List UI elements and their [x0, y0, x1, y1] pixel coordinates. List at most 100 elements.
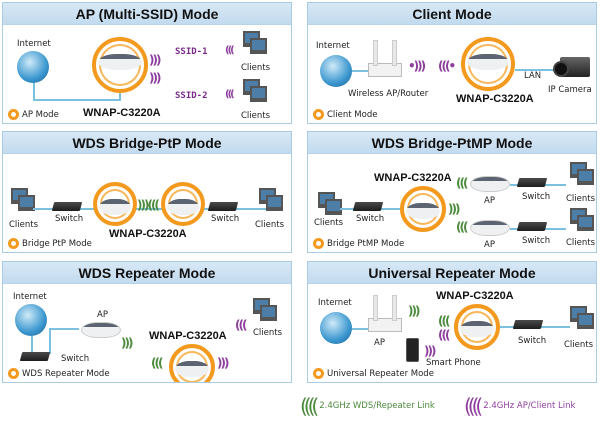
model-label: WNAP-C3220A — [374, 172, 452, 184]
wifi-wave-icon: ((( — [225, 89, 235, 100]
clients-laptop-icon — [243, 79, 267, 102]
switch-icon — [516, 222, 548, 231]
wifi-wave-icon: ))) — [424, 344, 437, 358]
clients-laptop-icon — [259, 188, 283, 211]
panel-wds-ptmp: WDS Bridge-PtMP Mode WNAP-C3220A Clients… — [307, 131, 597, 253]
clients-label: Clients — [564, 340, 594, 350]
panel-title: AP (Multi-SSID) Mode — [3, 3, 291, 25]
wds-wave-icon: ((( — [456, 176, 469, 190]
mode-legend: Client Mode — [313, 109, 377, 120]
clients-laptop-icon — [318, 192, 342, 215]
mode-label: AP Mode — [22, 109, 59, 120]
wifi-wave-icon: (((• — [438, 59, 456, 73]
internet-label: Internet — [316, 41, 350, 51]
wifi-wave-icon: ))) — [149, 53, 162, 67]
internet-globe-icon — [15, 304, 47, 336]
wifi-wave-icon: ((( — [225, 45, 235, 56]
internet-globe-icon — [320, 312, 352, 344]
router-icon — [368, 295, 402, 332]
clients-laptop-icon — [243, 31, 267, 54]
clients-label: Clients — [255, 220, 285, 230]
ring-icon — [313, 109, 324, 120]
ap-label: AP — [97, 310, 108, 320]
wifi-wave-icon: ))) — [217, 356, 230, 370]
wnap-device-icon — [400, 186, 446, 232]
wnap-device-icon — [161, 182, 205, 226]
switch-label: Switch — [518, 336, 547, 346]
mode-legend: Universal Repeater Mode — [313, 368, 434, 379]
lan-label: LAN — [524, 71, 542, 81]
wnap-device-icon — [92, 37, 148, 93]
clients-label: Clients — [566, 194, 596, 204]
ring-icon — [8, 368, 19, 379]
ip-camera-icon — [553, 57, 590, 77]
ap-dish-icon — [470, 220, 510, 236]
clients-laptop-icon — [570, 306, 594, 329]
mode-label: Bridge PtMP Mode — [327, 238, 405, 249]
router-label: Wireless AP/Router — [348, 89, 429, 99]
panel-wds-ptp: WDS Bridge-PtP Mode Clients Switch )))((… — [2, 131, 292, 253]
clients-laptop-icon — [570, 208, 594, 231]
wifi-wave-icon: (((( — [464, 394, 483, 418]
switch-icon — [512, 320, 544, 329]
wnap-device-icon — [93, 182, 137, 226]
ap-label: AP — [484, 240, 495, 250]
switch-label: Switch — [211, 214, 240, 224]
wds-wave-icon: ((( — [151, 356, 164, 370]
wds-wave-icon: ))) — [448, 202, 461, 216]
wds-wave-icon: ((( — [456, 220, 469, 234]
smart-phone-icon — [406, 338, 419, 362]
panel-title: Client Mode — [308, 3, 596, 25]
wds-wave-icon: ((( — [438, 314, 451, 328]
wnap-device-icon — [461, 37, 515, 91]
internet-label: Internet — [318, 298, 352, 308]
switch-icon — [207, 202, 239, 211]
ring-icon — [313, 368, 324, 379]
clients-laptop-icon — [11, 188, 35, 211]
panel-universal-repeater: Universal Repeater Mode Internet AP ))) … — [307, 261, 597, 383]
wds-wave-icon: )))((( — [137, 198, 160, 212]
mode-label: WDS Repeater Mode — [22, 368, 110, 379]
clients-label: Clients — [9, 220, 39, 230]
ssid-1-label: SSID-1 — [175, 47, 208, 57]
mode-legend: WDS Repeater Mode — [8, 368, 110, 379]
mode-label: Universal Repeater Mode — [327, 368, 434, 379]
ring-icon — [8, 238, 19, 249]
clients-label: Clients — [241, 63, 271, 73]
ap-label: AP — [484, 196, 495, 206]
clients-laptop-icon — [253, 298, 277, 321]
ssid-2-label: SSID-2 — [175, 91, 208, 101]
clients-label: Clients — [566, 238, 596, 248]
clients-label: Clients — [241, 111, 271, 121]
legend-ap-link: (((( 2.4GHz AP/Client Link — [464, 394, 575, 418]
panel-title: WDS Repeater Mode — [3, 262, 291, 284]
mode-legend: AP Mode — [8, 109, 59, 120]
panel-wds-repeater: WDS Repeater Mode Internet Switch AP )))… — [2, 261, 292, 383]
panel-client-mode: Client Mode Internet Wireless AP/Router … — [307, 2, 597, 124]
mode-legend: Bridge PtP Mode — [8, 238, 92, 249]
ap-dish-icon — [81, 322, 121, 338]
mode-legend: Bridge PtMP Mode — [313, 238, 404, 249]
switch-label: Switch — [61, 354, 90, 364]
clients-laptop-icon — [570, 162, 594, 185]
model-label: WNAP-C3220A — [109, 228, 187, 240]
panel-ap-mode: AP (Multi-SSID) Mode Internet ))) ))) WN… — [2, 2, 292, 124]
wds-wave-icon: ))) — [408, 304, 421, 318]
phone-label: Smart Phone — [426, 358, 481, 368]
model-label: WNAP-C3220A — [436, 290, 514, 302]
internet-label: Internet — [17, 39, 51, 49]
ring-icon — [8, 109, 19, 120]
legend-wds-label: 2.4GHz WDS/Repeater Link — [319, 401, 435, 411]
wifi-wave-icon: •))) — [408, 59, 426, 73]
wnap-device-icon — [169, 344, 215, 382]
panel-title: WDS Bridge-PtMP Mode — [308, 132, 596, 154]
switch-label: Switch — [356, 214, 385, 224]
internet-globe-icon — [17, 51, 49, 83]
switch-icon — [19, 352, 51, 361]
ap-label: AP — [374, 338, 385, 348]
switch-icon — [51, 202, 83, 211]
router-icon — [368, 40, 402, 77]
clients-label: Clients — [314, 218, 344, 228]
wnap-device-icon — [454, 304, 500, 350]
switch-label: Switch — [522, 192, 551, 202]
